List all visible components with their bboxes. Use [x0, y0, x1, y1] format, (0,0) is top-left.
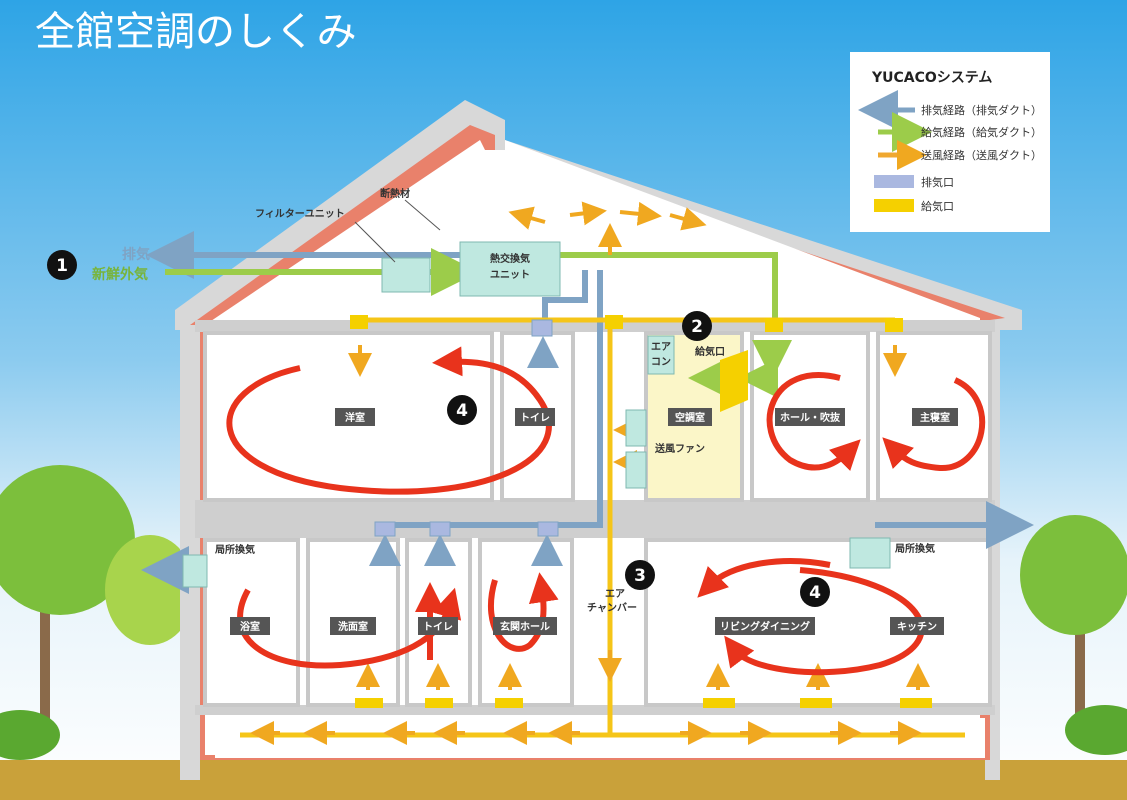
legend-label: 排気経路（排気ダクト） [921, 103, 1042, 117]
room-label: 浴室 [240, 620, 260, 633]
local-vent-label: 局所換気 [214, 543, 255, 556]
air-conditioner [647, 335, 675, 375]
legend-label: 給気口 [921, 199, 954, 213]
legend-heading: YUCACOシステム [871, 70, 992, 86]
fresh-air-label: 新鮮外気 [92, 266, 148, 283]
marker-number: 4 [456, 401, 468, 421]
insulation-label: 断熱材 [380, 187, 410, 200]
legend-supply-vent-swatch [874, 199, 914, 212]
air-chamber-label: チャンバー [587, 602, 637, 614]
air-chamber-label: エア [605, 588, 625, 600]
aircon-label: エア [651, 341, 671, 353]
legend-label: 送風経路（送風ダクト） [921, 148, 1042, 162]
supply-vent-label: 給気口 [695, 345, 725, 358]
fan-unit [625, 409, 647, 447]
exhaust-ducts [141, 231, 1034, 594]
exhaust-label: 排気 [122, 246, 150, 263]
aircon-label: コン [651, 357, 671, 368]
legend-label: 排気口 [921, 175, 954, 189]
room-label: ホール・吹抜 [780, 411, 841, 424]
room-label: 空調室 [675, 411, 705, 424]
number-markers: 1 2 3 4 4 [47, 250, 830, 607]
supply-vents [350, 315, 932, 708]
marker-number: 3 [634, 566, 646, 586]
supply-vent-large [720, 350, 748, 412]
filter-unit-label: フィルターユニット [255, 208, 345, 220]
local-vent-fan-left [182, 554, 208, 588]
marker-number: 4 [809, 583, 821, 603]
fan-unit [625, 451, 647, 489]
room-label: トイレ [520, 412, 550, 424]
ground [0, 760, 1127, 800]
fan-label: 送風ファン [654, 442, 705, 455]
local-vent-fan-right [849, 537, 891, 569]
local-vent-label: 局所換気 [894, 542, 935, 555]
leader-line [404, 199, 441, 231]
blue-flow-arrows [369, 336, 563, 566]
room-label: リビングダイニング [720, 620, 810, 633]
room-label: トイレ [423, 621, 453, 633]
circulation-arrows [226, 346, 986, 676]
room-label: 洋室 [345, 411, 365, 424]
tree-right [1020, 515, 1127, 755]
room-labels: 洋室 トイレ 空調室 ホール・吹抜 主寝室 浴室 洗面室 トイレ 玄関ホール リ… [230, 408, 958, 635]
marker-number: 2 [691, 317, 703, 337]
room-label: 玄関ホール [500, 620, 550, 633]
page-title: 全館空調のしくみ [35, 9, 357, 55]
room-label: 主寝室 [920, 411, 950, 424]
room-label: 洗面室 [338, 620, 368, 633]
legend: YUCACOシステム 排気経路（排気ダクト） 給気経路（給気ダクト） 送風経路（… [850, 52, 1050, 232]
room-label: キッチン [897, 621, 937, 633]
exhaust-vents [374, 319, 559, 537]
legend-exhaust-vent-swatch [874, 175, 914, 188]
filter-unit [381, 257, 431, 293]
legend-label: 給気経路（給気ダクト） [921, 125, 1042, 139]
hrv-unit [459, 241, 561, 297]
hrv-unit-label: 熱交換気 [490, 252, 530, 265]
marker-number: 1 [56, 256, 68, 276]
hrv-unit-label: ユニット [490, 269, 530, 281]
leader-line [354, 221, 396, 263]
